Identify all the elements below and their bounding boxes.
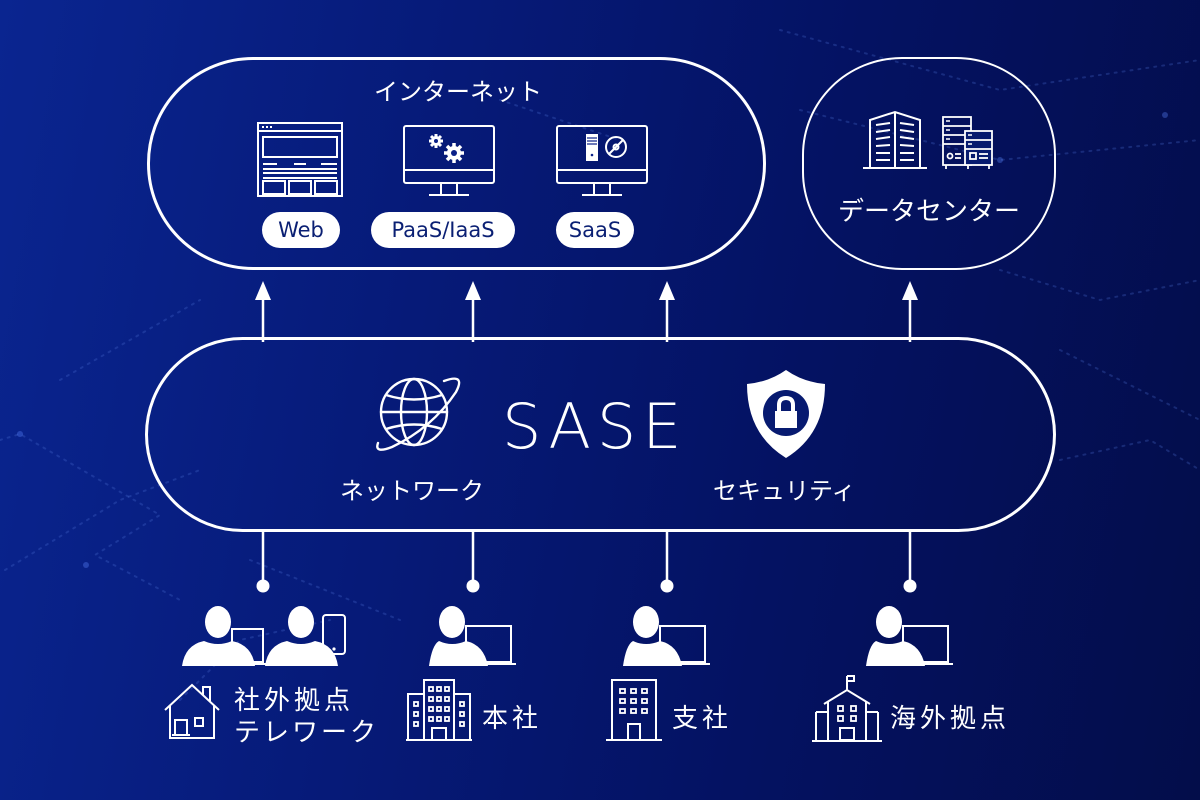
arrow-up-icon	[255, 281, 271, 300]
service-tag-web: Web	[262, 212, 340, 248]
office-building-icon	[863, 110, 927, 169]
security-label: セキュリティ	[713, 477, 856, 505]
web-page-icon	[257, 122, 343, 197]
user-laptop-icon	[623, 606, 710, 666]
monitor-gears-icon	[403, 125, 495, 196]
branch-building-icon	[606, 679, 662, 741]
location-label-remote: 社外拠点	[234, 686, 355, 716]
connector-lines	[256, 532, 917, 593]
house-icon	[164, 683, 220, 739]
service-tag-paas-iaas: PaaS/IaaS	[371, 212, 515, 248]
user-laptop-icon	[866, 606, 953, 666]
service-tag-saas: SaaS	[556, 212, 634, 248]
connector-dot	[466, 579, 480, 593]
network-label: ネットワーク	[340, 477, 484, 505]
two-users-laptop-tablet-icon	[182, 606, 346, 666]
globe-icon	[376, 377, 461, 451]
connector-dot	[660, 579, 674, 593]
user-laptop-icon	[429, 606, 516, 666]
sase-container	[145, 337, 1056, 532]
internet-container	[147, 57, 766, 270]
datacenter-title: データセンター	[837, 197, 1020, 227]
monitor-server-disc-icon	[556, 125, 648, 196]
arrow-up-icon	[902, 281, 918, 300]
server-rack-icon	[942, 116, 993, 169]
shield-lock-icon	[747, 370, 825, 458]
headquarters-building-icon	[406, 679, 472, 741]
connector-dot	[903, 579, 917, 593]
upward-arrows	[255, 281, 918, 342]
arrow-up-icon	[465, 281, 481, 300]
location-label-headquarters: 本社	[482, 704, 543, 734]
location-label-telework: テレワーク	[234, 718, 380, 748]
internet-title: インターネット	[374, 78, 542, 106]
datacenter-container	[802, 57, 1056, 270]
sase-title: SASE	[502, 390, 688, 463]
location-label-overseas: 海外拠点	[890, 704, 1011, 734]
arrow-up-icon	[659, 281, 675, 300]
overseas-building-flag-icon	[812, 675, 882, 742]
location-label-branch: 支社	[672, 704, 733, 734]
connector-dot	[256, 579, 270, 593]
